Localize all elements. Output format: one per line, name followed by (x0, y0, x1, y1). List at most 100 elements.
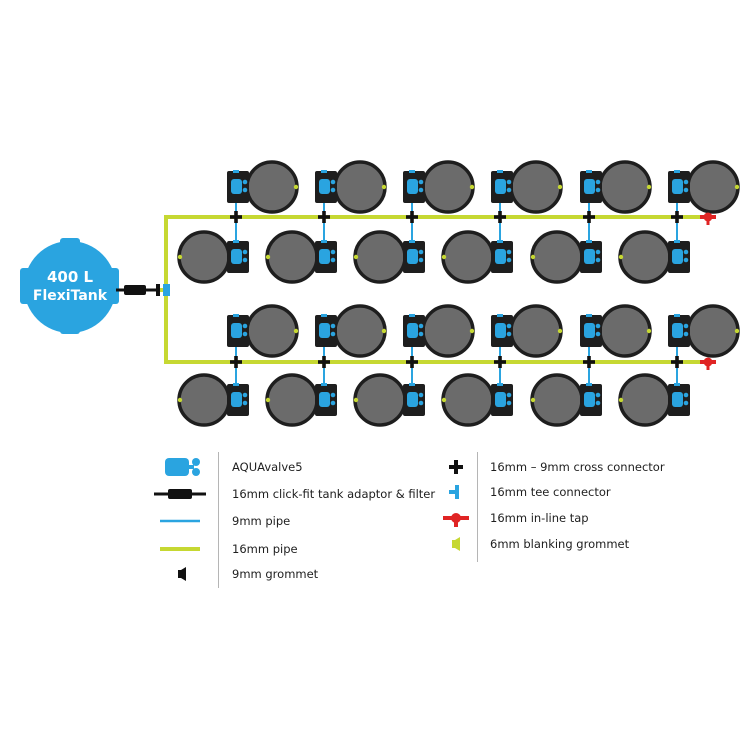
aquavalve-port (506, 400, 512, 406)
aquavalve-pot-unit (668, 160, 740, 214)
aquavalve-inlet (321, 383, 327, 386)
aquavalve-pot-unit (530, 373, 602, 427)
blanking-grommet (557, 328, 563, 334)
legend-item-cross-connector: 16mm – 9mm cross connector (0, 457, 750, 477)
aquavalve-port (242, 179, 248, 185)
aquavalve-pot-unit (441, 373, 513, 427)
legend-item-tee-connector: 16mm tee connector (0, 482, 750, 502)
aquavalve-inlet (586, 240, 592, 243)
blanking-grommet (293, 184, 299, 190)
aquavalve-port (683, 249, 689, 255)
aquavalve-inlet (321, 170, 327, 173)
aquavalve-port (330, 323, 336, 329)
blanking-grommet (353, 397, 359, 403)
aquavalve-inlet (674, 170, 680, 173)
aquavalve-port (330, 187, 336, 193)
tank-name-label: FlexiTank (33, 288, 108, 304)
aquavalve-icon (407, 392, 418, 407)
cross-connector (494, 360, 506, 364)
aquavalve-pot-unit (491, 160, 563, 214)
tank-adaptor-filter-icon (150, 484, 210, 504)
aquavalve-icon (319, 179, 330, 194)
aquavalve-icon (407, 249, 418, 264)
aquavalve-icon (495, 179, 506, 194)
tee-connector-icon (426, 482, 486, 502)
aquavalve-port (330, 392, 336, 398)
fitting-layer (230, 211, 716, 370)
aquavalve-port (595, 249, 601, 255)
blanking-grommet (618, 397, 624, 403)
aquavalve-port (330, 400, 336, 406)
legend-item-blanking-grommet: 6mm blanking grommet (0, 534, 750, 554)
aquavalve-port (683, 179, 689, 185)
cross-connector (671, 360, 683, 364)
aquavalve-port (418, 257, 424, 263)
blanking-grommet (469, 328, 475, 334)
aquavalve-icon (155, 457, 215, 477)
blanking-grommet (557, 184, 563, 190)
aquavalve-port (242, 323, 248, 329)
aquavalve-pot-unit (315, 160, 387, 214)
blanking-grommet (293, 328, 299, 334)
aquavalve-pot-unit (177, 373, 249, 427)
blanking-grommet (441, 254, 447, 260)
cross-connector (406, 360, 418, 364)
aquavalve-icon (231, 179, 242, 194)
aquavalve-pot-unit (580, 304, 652, 358)
aquavalve-port (683, 187, 689, 193)
cross-connector (583, 360, 595, 364)
aquavalve-port (418, 392, 424, 398)
aquavalve-icon (231, 392, 242, 407)
aquavalve-port (683, 400, 689, 406)
aquavalve-pot-unit (441, 230, 513, 284)
aquavalve-inlet (409, 240, 415, 243)
aquavalve-icon (584, 179, 595, 194)
blanking-grommet (265, 254, 271, 260)
aquavalve-port (506, 179, 512, 185)
legend-label-aquavalve: AQUAvalve5 (232, 460, 303, 474)
aquavalve-pot-unit (227, 160, 299, 214)
legend-label-pipe-16mm: 16mm pipe (232, 542, 298, 556)
aquavalve-icon (319, 323, 330, 338)
inline-tap (700, 357, 716, 370)
aquavalve-inlet (321, 240, 327, 243)
aquavalve-port (242, 187, 248, 193)
aquavalve-inlet (321, 314, 327, 317)
inline-tap (700, 212, 716, 225)
aquavalve-port (418, 179, 424, 185)
aquavalve-icon (231, 249, 242, 264)
aquavalve-inlet (409, 170, 415, 173)
aquavalve-inlet (674, 314, 680, 317)
aquavalve-icon (584, 249, 595, 264)
aquavalve-port (418, 249, 424, 255)
aquavalve-pot-unit (353, 373, 425, 427)
aquavalve-inlet (586, 383, 592, 386)
aquavalve-icon (407, 323, 418, 338)
aquavalve-pot-unit (403, 160, 475, 214)
blanking-grommet-icon (426, 534, 486, 554)
blanking-grommet (381, 328, 387, 334)
aquavalve-pot-unit (177, 230, 249, 284)
blanking-grommet (177, 254, 183, 260)
blanking-grommet (441, 397, 447, 403)
aquavalve-port (330, 257, 336, 263)
aquavalve-inlet (586, 314, 592, 317)
aquavalve-pot-unit (668, 304, 740, 358)
aquavalve-port (506, 331, 512, 337)
aquavalve-icon (672, 392, 683, 407)
blanking-grommet (353, 254, 359, 260)
aquavalve-port (330, 179, 336, 185)
aquavalve-inlet (497, 170, 503, 173)
aquavalve-inlet (233, 240, 239, 243)
cross-connector (318, 360, 330, 364)
aquavalve-pot-unit (618, 230, 690, 284)
aquavalve-port (418, 187, 424, 193)
legend-label-tank-adaptor-filter: 16mm click-fit tank adaptor & filter (232, 487, 436, 501)
aquavalve-port (418, 323, 424, 329)
aquavalve-pot-unit (265, 230, 337, 284)
grommet-9mm-icon (152, 564, 212, 584)
aquavalve-port (683, 331, 689, 337)
aquavalve-inlet (409, 383, 415, 386)
aquavalve-inlet (233, 383, 239, 386)
